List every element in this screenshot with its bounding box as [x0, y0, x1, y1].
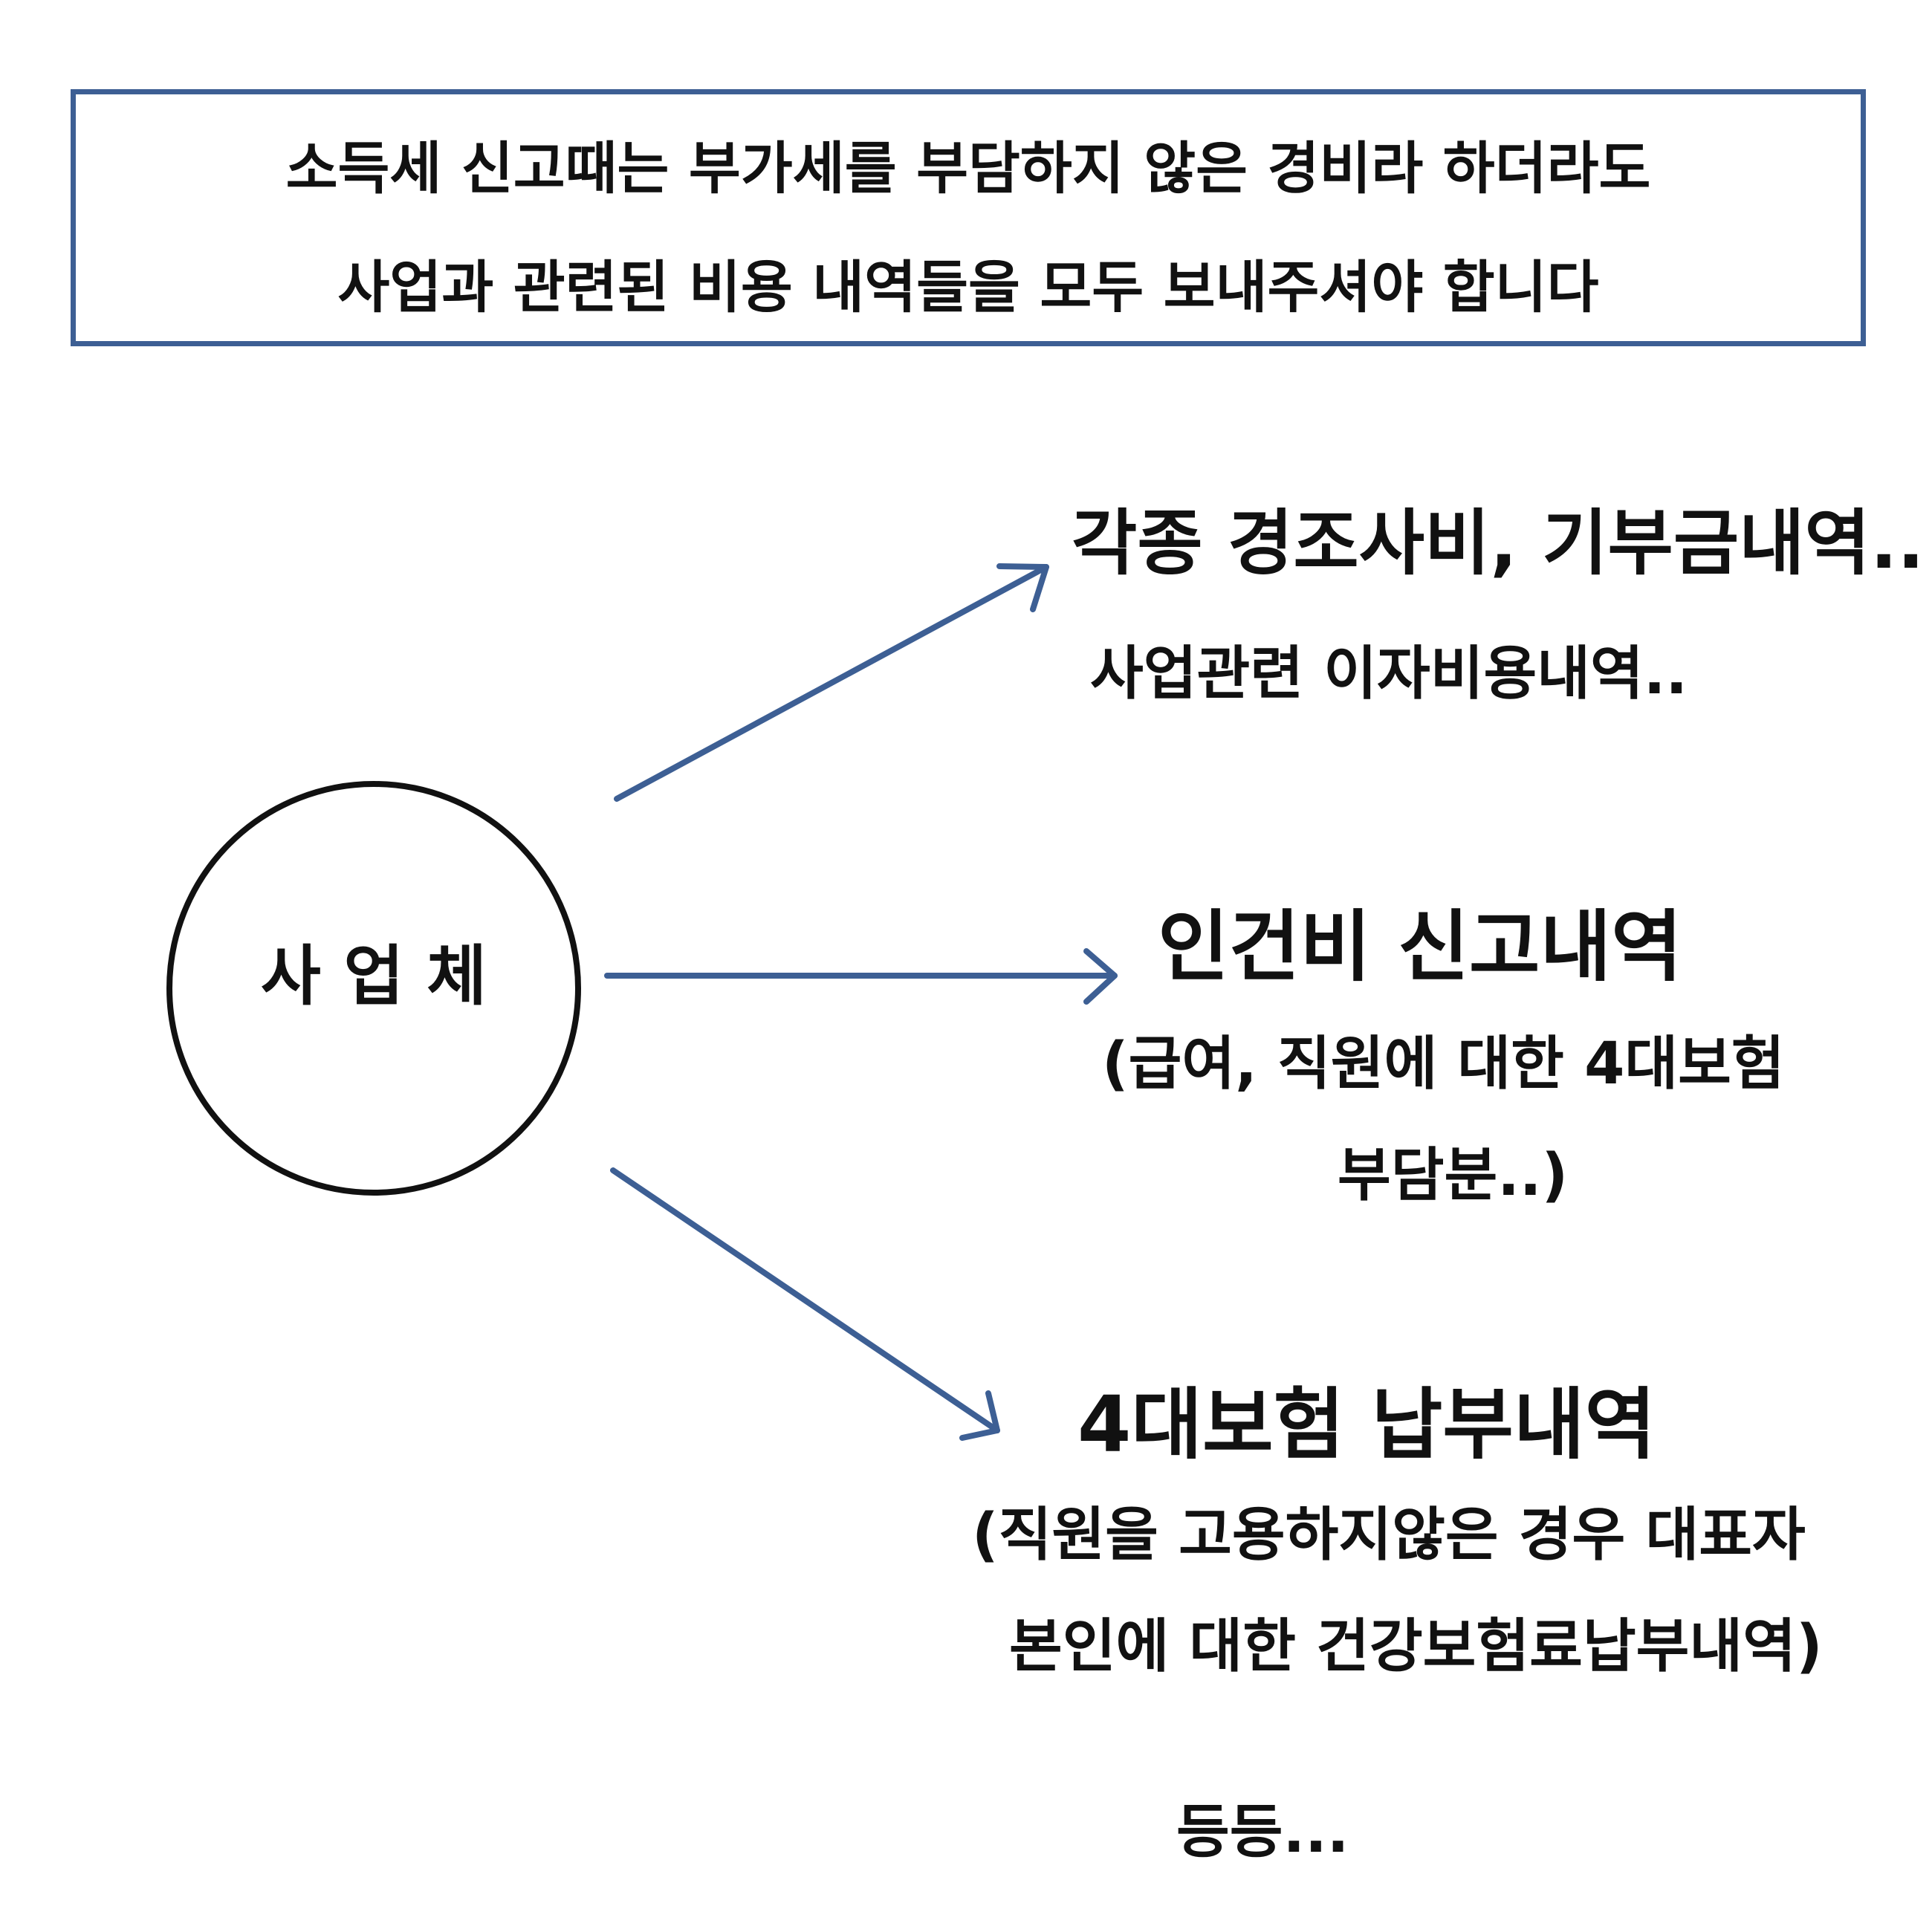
business-node-label: 사 업 체 [260, 938, 487, 1014]
branch-2-detail-2: 부담분..) [1338, 1142, 1569, 1209]
branch-3-detail-1: (직원을 고용하지않은 경우 대표자 [972, 1502, 1806, 1569]
notice-line-1: 소득세 신고때는 부가세를 부담하지 않은 경비라 하더라도 [285, 135, 1651, 201]
business-node-circle [166, 781, 581, 1196]
branch-3-detail-2: 본인에 대한 건강보험료납부내역) [1009, 1613, 1823, 1680]
notice-box: 소득세 신고때는 부가세를 부담하지 않은 경비라 하더라도 사업과 관련된 비… [71, 89, 1866, 346]
arrow-to-branch-1 [614, 563, 1049, 802]
branch-2-detail-1: (급여, 직원에 대한 4대보험 [1102, 1031, 1785, 1098]
branch-2-title: 인건비 신고내역 [1158, 901, 1682, 992]
branch-1-detail-1: 사업관련 이자비용내역.. [1090, 641, 1688, 707]
notice-line-2: 사업과 관련된 비용 내역들을 모두 보내주셔야 합니다 [337, 254, 1599, 320]
arrow-to-branch-3 [610, 1167, 1000, 1441]
footer-etc: 등등... [1176, 1799, 1349, 1866]
arrow-to-branch-2 [604, 948, 1118, 1005]
branch-3-title: 4대보험 납부내역 [1077, 1379, 1656, 1470]
branch-1-title: 각종 경조사비, 기부금내역.. [1072, 502, 1925, 585]
